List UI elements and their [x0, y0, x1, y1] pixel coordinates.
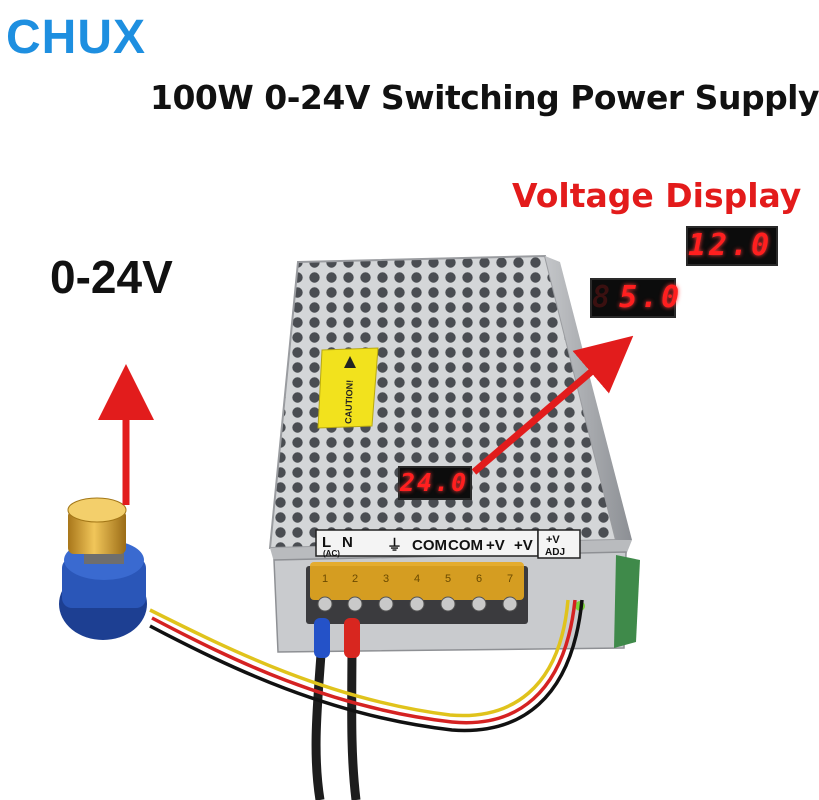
ground-symbol-icon: ⏚: [387, 537, 402, 554]
terminal-number-1: 1: [322, 573, 328, 585]
lcd-display-24v: 24.0: [398, 466, 472, 500]
lcd-digits: 24.0: [400, 468, 469, 497]
brand-name: CHUX: [6, 11, 147, 64]
voltage-display-label: Voltage Display: [512, 176, 802, 215]
warning-triangle-icon: [344, 356, 356, 368]
terminal-label-n: N: [342, 534, 353, 551]
terminal-number-4: 4: [414, 573, 420, 585]
lcd-display-12v: 12.0: [686, 226, 778, 266]
terminal-number-6: 6: [476, 573, 482, 585]
lcd-digits: 5.0: [619, 280, 683, 315]
caution-text: CAUTION!: [343, 380, 355, 424]
terminal-block: 1 2 3 4 5 6 7: [306, 562, 528, 624]
product-headline: 100W 0-24V Switching Power Supply: [150, 78, 819, 117]
terminal-label-plus-v-adj: +V: [546, 534, 560, 546]
output-wires: [311, 618, 361, 800]
terminal-label-com-2: COM: [448, 537, 483, 554]
terminal-number-5: 5: [445, 573, 451, 585]
terminal-screws: [317, 596, 518, 612]
terminal-label-strip: L N (AC) ⏚ COM COM +V +V +V ADJ: [315, 529, 581, 559]
potentiometer: [59, 497, 147, 640]
lcd-ghost-digit: 8: [592, 280, 614, 315]
caution-sticker: CAUTION!: [317, 347, 379, 429]
terminal-label-plus-v-2: +V: [514, 537, 533, 554]
blue-crimp-terminal: [314, 618, 330, 658]
potentiometer-cable: [149, 599, 584, 733]
terminal-number-7: 7: [507, 573, 513, 585]
lcd-digits: 12.0: [688, 228, 773, 263]
diagonal-arrow-icon: [471, 335, 634, 475]
terminal-number-3: 3: [383, 573, 389, 585]
terminal-label-l: L: [322, 534, 331, 551]
gold-knob: [67, 497, 127, 554]
product-photo: CAUTION! L N (AC) ⏚ COM COM +V +V +V ADJ…: [59, 254, 640, 800]
terminal-label-ac: (AC): [323, 549, 340, 558]
voltage-range-label: 0-24V: [50, 251, 173, 303]
terminal-label-plus-v-1: +V: [486, 537, 505, 554]
terminal-label-adj: ADJ: [545, 547, 565, 558]
terminal-label-com-1: COM: [412, 537, 447, 554]
red-crimp-terminal: [344, 618, 360, 658]
terminal-number-2: 2: [352, 573, 358, 585]
